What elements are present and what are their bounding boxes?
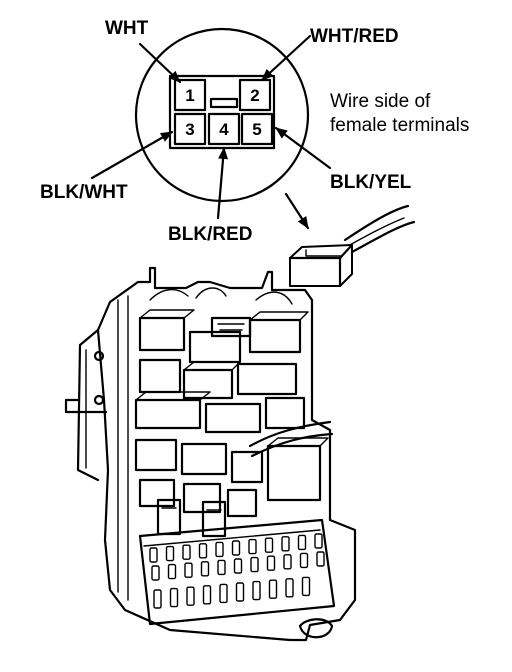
arrow-t1 (138, 42, 182, 84)
fuse-slot (250, 556, 259, 573)
fuse-slot (215, 541, 224, 558)
fuse-slot (252, 580, 261, 601)
terminal-5-cell (240, 112, 274, 146)
fuse-slot (186, 586, 195, 606)
arrow-t2 (260, 34, 312, 82)
fuse-slot (200, 561, 210, 577)
wire-label-t5: BLK/YEL (330, 172, 412, 193)
fuse-slot (266, 555, 276, 571)
fuse-slot (198, 543, 208, 559)
arrow-to-plug (284, 192, 310, 230)
terminal-4-number: 4 (219, 120, 229, 139)
terminal-1-cell (173, 78, 207, 112)
terminal-4-cell (207, 112, 241, 146)
wire-label-t4: BLK/RED (168, 224, 252, 245)
fuse-slot (184, 562, 193, 578)
fuse-slot (314, 533, 323, 549)
fuse-slot (153, 589, 162, 609)
fuse-slot (268, 579, 278, 599)
fuse-slot (169, 587, 179, 608)
fuse-slots (149, 533, 325, 609)
note-line-1: Wire side of (330, 91, 431, 112)
fuse-slot (165, 545, 175, 562)
fuse-slot (151, 565, 160, 581)
fuse-slot (299, 552, 309, 569)
wire-label-t3: BLK/WHT (40, 182, 128, 203)
fuse-slot (283, 554, 292, 570)
note-line-2: female terminals (330, 115, 469, 136)
fuse-slot (231, 540, 241, 556)
fuse-slot (167, 563, 177, 580)
fuse-slot (297, 534, 307, 551)
fuse-relay-box (64, 266, 357, 642)
fuse-slot (281, 536, 290, 552)
fuse-slot (248, 538, 257, 555)
fuse-slot (285, 578, 294, 598)
wire-label-t1: WHT (105, 18, 149, 39)
connector-face: 1 2 3 4 5 (168, 74, 276, 150)
terminal-2-number: 2 (250, 86, 259, 105)
arrow-t5 (274, 126, 332, 170)
fuse-slot (182, 544, 191, 560)
fuse-slot (233, 558, 243, 574)
zoom-circle (134, 27, 310, 203)
terminal-3-cell (173, 112, 207, 146)
terminal-2-cell (238, 78, 272, 112)
fuse-slot (264, 537, 274, 553)
fuse-slot (149, 547, 158, 563)
connector-latch (209, 97, 239, 109)
fuse-slot (202, 585, 212, 605)
fuse-slot (219, 583, 228, 604)
arrow-t4 (216, 146, 229, 220)
fuse-slot (316, 551, 325, 567)
wire-label-t2: WHT/RED (310, 26, 399, 47)
terminal-5-number: 5 (252, 120, 261, 139)
fuse-slot (235, 582, 245, 602)
fuse-slot (217, 559, 226, 576)
harness-plug (288, 204, 416, 288)
arrow-t3 (90, 130, 174, 180)
terminal-1-number: 1 (185, 86, 194, 105)
fuse-slot (301, 576, 311, 597)
terminal-3-number: 3 (185, 120, 194, 139)
